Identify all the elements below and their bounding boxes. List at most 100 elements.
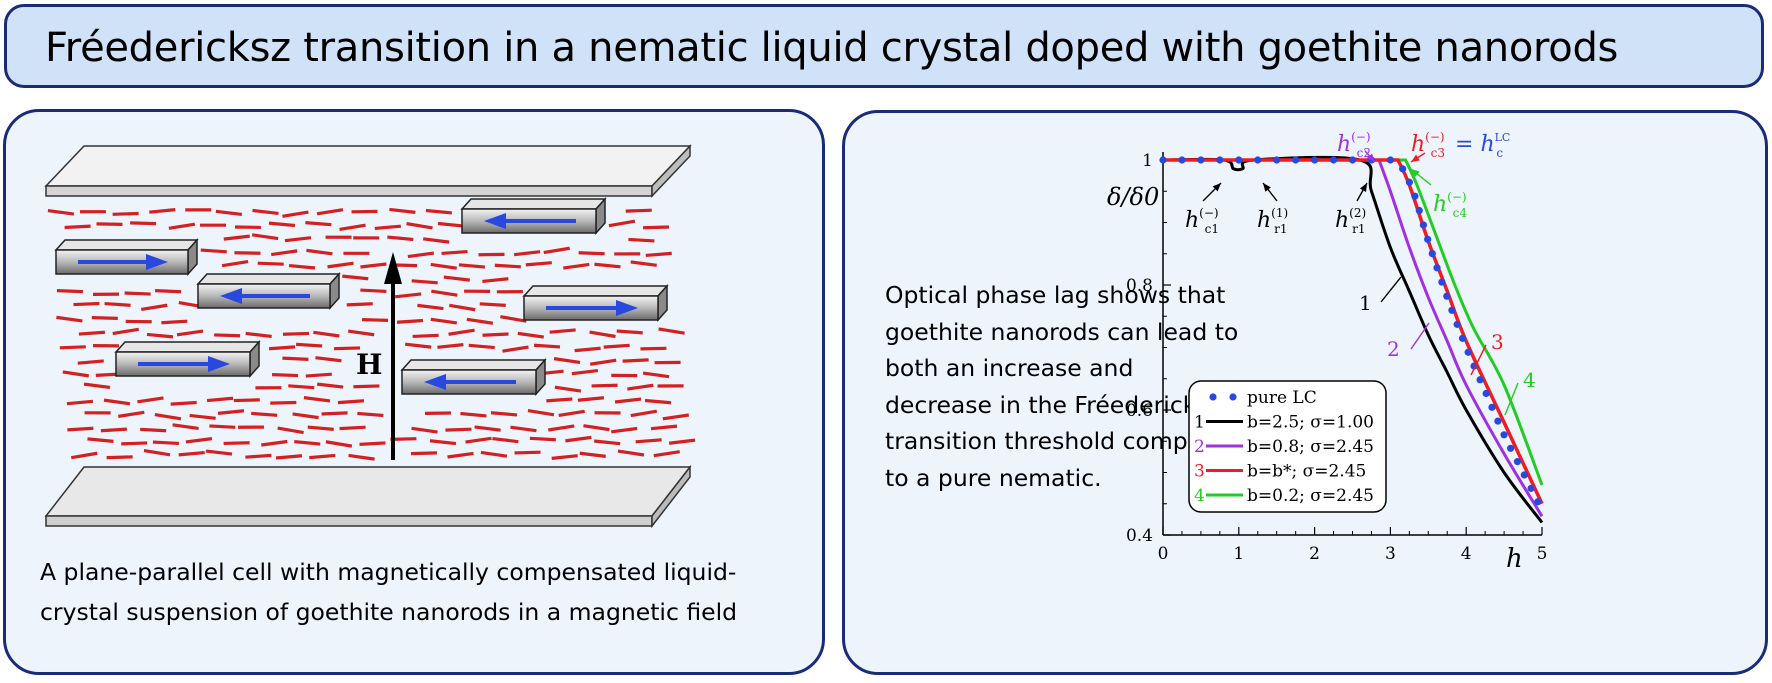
lc-molecule [546,397,573,403]
lc-molecule [282,356,309,361]
lc-molecule [494,263,521,269]
lc-molecule [492,436,519,444]
data-point [1453,320,1461,328]
data-point [1386,156,1394,164]
data-point [1405,178,1413,186]
lc-molecule [430,317,458,325]
lc-molecule [396,318,424,324]
lc-molecule [389,207,416,214]
annotation-arrow-c3 [1410,152,1426,163]
lc-molecule [630,409,658,418]
lc-molecule [257,261,284,266]
lc-molecule [121,441,148,446]
lc-molecule [411,426,438,434]
lc-molecule [333,346,361,351]
nanorod [114,340,261,378]
lc-molecule [245,331,272,339]
lc-molecule [155,289,182,294]
data-point [1197,156,1205,164]
lc-molecule [141,303,168,312]
lc-molecule [91,316,118,321]
arrowhead-icon [484,213,506,229]
lc-molecules [47,207,696,461]
y-tick-label: 1 [1142,151,1153,171]
lc-molecule [591,383,618,388]
lc-molecule [563,262,590,270]
svg-text:4: 4 [1523,368,1536,392]
lc-molecule [514,450,541,455]
lc-molecule [346,302,373,307]
lc-molecule [653,450,681,458]
lc-molecule [603,343,630,349]
lc-molecule [589,358,617,366]
magnetic-field-arrow [384,252,402,460]
data-point [1415,206,1423,215]
lc-molecule [431,289,458,297]
lc-molecule [251,233,279,241]
arrowhead-icon [616,300,638,316]
lc-molecule [325,440,353,448]
nanorod [196,272,341,310]
lc-molecule [321,411,348,416]
data-point [1419,221,1428,229]
curve-label-1: 1 [1359,276,1402,315]
curve-label-4: 4 [1504,368,1536,416]
lc-molecule [658,327,685,335]
lc-molecule [288,263,316,270]
lc-molecule [482,277,509,284]
lc-molecule [616,329,643,335]
lc-molecule [152,440,180,446]
annotation-h-r1-2: h(2)r1 [1335,206,1366,236]
lc-molecule [170,400,197,406]
series-2-line [1163,158,1544,518]
lc-molecule [460,411,487,418]
lc-molecule [553,357,581,365]
lc-molecule [67,426,94,432]
lc-molecule [437,221,465,228]
lc-molecule [59,345,86,350]
lc-molecule [268,345,296,351]
lc-molecule [103,398,131,406]
lc-molecule [316,208,344,216]
lc-molecule [56,289,83,294]
arrowhead-icon [424,374,446,390]
lc-molecule [337,399,365,405]
data-point [1178,156,1186,164]
lc-molecule [608,219,636,228]
y-axis-label: δ/δ0 [1107,183,1159,211]
legend-key: 4 [1194,486,1205,506]
lc-molecule [579,451,606,458]
lc-molecule [448,303,476,312]
cell-diagram-panel: H A plane-parallel cell with magneticall… [3,109,825,675]
lc-molecule [70,451,98,460]
lc-molecule [215,209,243,217]
lc-molecule [288,384,315,390]
nanorod-top [54,239,199,251]
lc-molecule [275,454,303,460]
lc-molecule [668,438,696,445]
lc-molecule [261,439,288,447]
x-tick-label: 5 [1537,544,1548,564]
lc-molecule [271,373,299,378]
lc-molecule [644,398,672,405]
lc-molecule [305,221,332,227]
lc-molecule [500,315,527,323]
curve-label-3: 3 [1470,330,1504,376]
lc-molecule [527,408,555,417]
annotation-arrow-c4 [1410,168,1432,186]
annotation-arrow-r1-2 [1356,182,1368,202]
lc-molecule [662,413,690,421]
data-point [1292,156,1300,164]
lc-molecule [200,248,227,254]
lc-molecule [577,396,605,402]
data-point [1506,444,1515,452]
lc-molecule [146,332,174,339]
lc-molecule [502,345,529,353]
lc-molecule [360,288,387,294]
lc-molecule [73,301,100,307]
lc-molecule [430,262,457,270]
data-point [1448,306,1456,314]
lc-molecule [425,208,453,215]
